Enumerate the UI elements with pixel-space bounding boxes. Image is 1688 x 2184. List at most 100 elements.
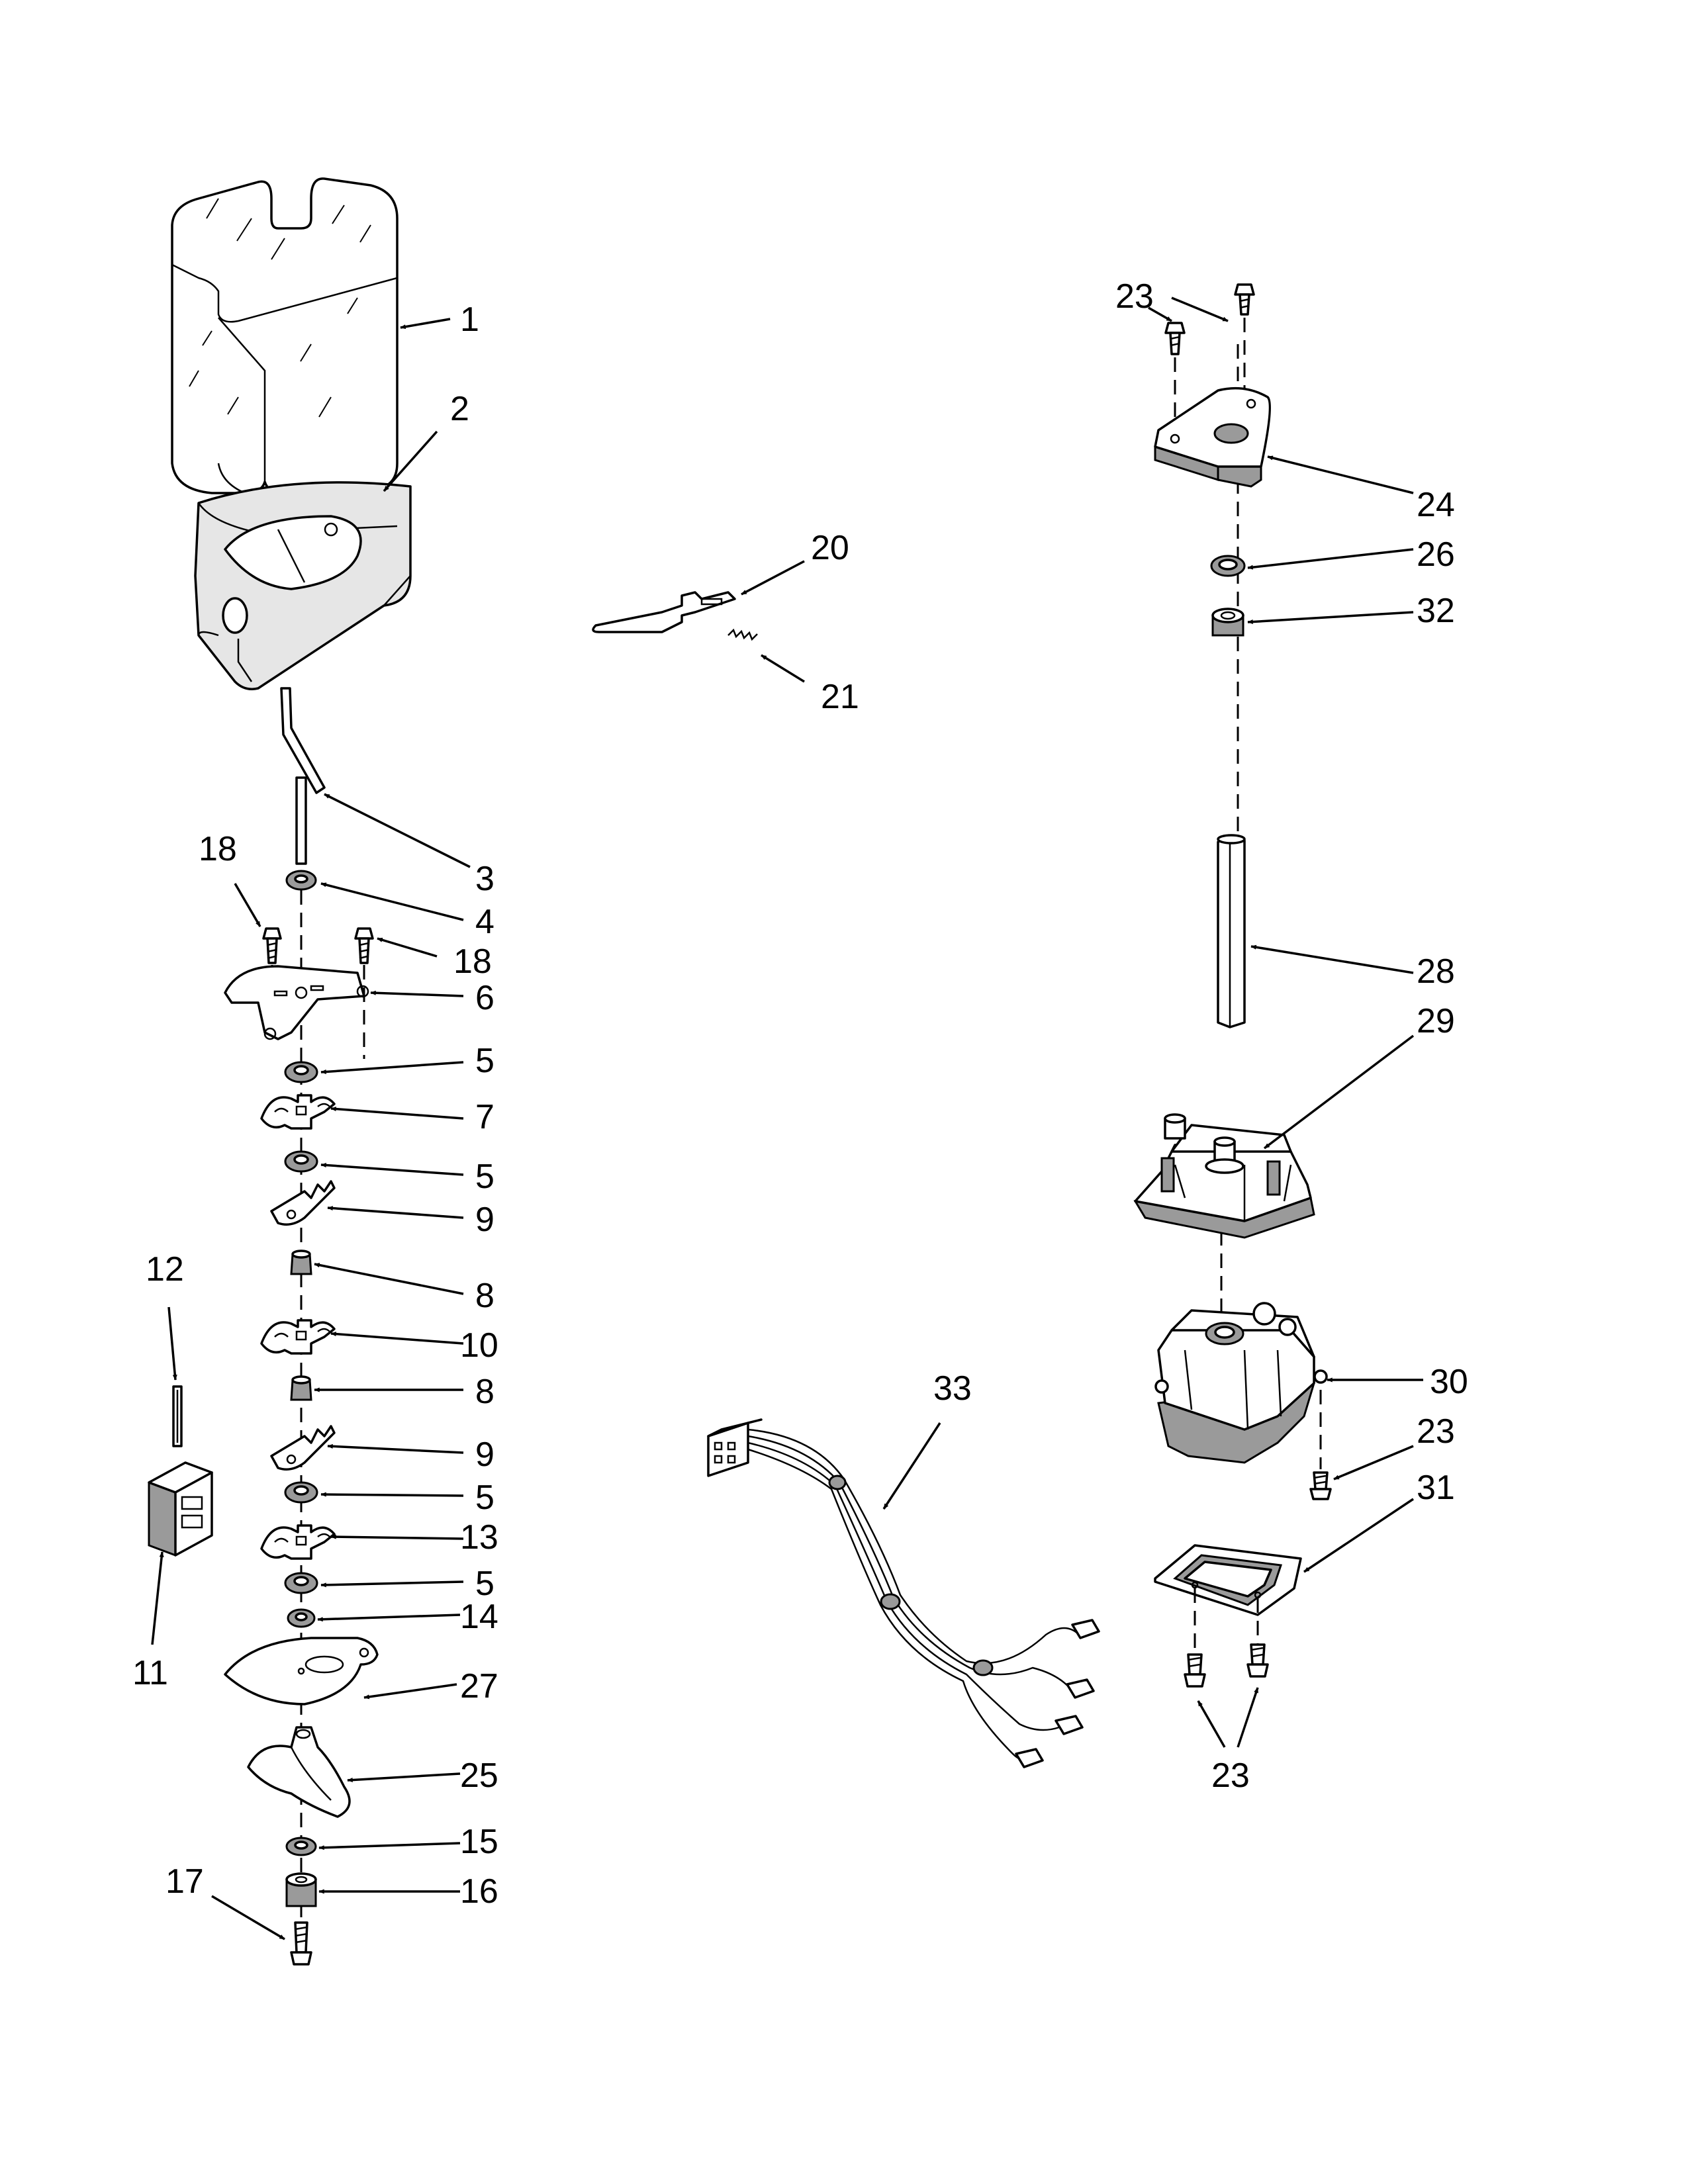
leader-33 xyxy=(882,1422,941,1510)
callout-11: 11 xyxy=(132,1654,168,1692)
leader-23a-2 xyxy=(1171,296,1229,322)
part-32-bushing xyxy=(1211,608,1244,637)
callout-25: 25 xyxy=(460,1756,498,1795)
leader-23a-1 xyxy=(1148,306,1172,322)
callout-3: 3 xyxy=(475,860,494,898)
leader-29 xyxy=(1263,1034,1415,1150)
leader-18a xyxy=(234,883,261,927)
callout-27: 27 xyxy=(460,1667,498,1706)
part-24-bracket xyxy=(1154,387,1272,488)
leader-1 xyxy=(400,318,451,330)
callout-24: 24 xyxy=(1417,486,1455,524)
leader-3 xyxy=(324,793,471,868)
part-23-screw-top-right xyxy=(1234,283,1255,390)
part-23-screw-top-left xyxy=(1164,322,1186,424)
callout-2: 2 xyxy=(450,390,469,428)
leader-12 xyxy=(167,1306,177,1381)
callout-21: 21 xyxy=(821,678,859,716)
part-8-bushing-b xyxy=(290,1375,312,1401)
part-21-spring xyxy=(727,628,758,641)
part-5-washer-b xyxy=(284,1150,318,1173)
callout-6: 6 xyxy=(475,979,494,1017)
callout-18a: 18 xyxy=(199,830,237,868)
callout-8b: 8 xyxy=(475,1373,494,1411)
part-12-pin xyxy=(172,1385,183,1447)
leader-31 xyxy=(1303,1498,1414,1573)
callout-13: 13 xyxy=(460,1518,498,1557)
callout-26: 26 xyxy=(1417,535,1455,574)
callout-23c: 23 xyxy=(1211,1756,1250,1795)
part-11-block xyxy=(148,1461,213,1557)
leader-15 xyxy=(318,1842,461,1850)
part-5-washer-d xyxy=(284,1572,318,1594)
part-28-hex-shaft xyxy=(1217,834,1246,1028)
callout-14: 14 xyxy=(460,1598,498,1636)
part-9-plate-b xyxy=(270,1425,336,1471)
leader-5d xyxy=(320,1580,464,1588)
callout-7: 7 xyxy=(475,1098,494,1136)
callout-5d: 5 xyxy=(475,1565,494,1603)
leader-4 xyxy=(320,882,464,921)
callout-10: 10 xyxy=(460,1326,498,1365)
part-5-washer-a xyxy=(284,1061,318,1083)
part-5-washer-c xyxy=(284,1481,318,1504)
leader-14 xyxy=(317,1614,461,1622)
leader-2 xyxy=(383,430,438,492)
callout-33: 33 xyxy=(933,1369,972,1408)
leader-6 xyxy=(370,990,464,997)
leader-32 xyxy=(1247,611,1414,625)
callout-29: 29 xyxy=(1417,1002,1455,1040)
part-7-cam xyxy=(260,1094,336,1130)
leader-11 xyxy=(151,1551,164,1645)
callout-28: 28 xyxy=(1417,952,1455,991)
callout-9b: 9 xyxy=(475,1435,494,1474)
callout-31: 31 xyxy=(1417,1469,1455,1507)
part-30-motor xyxy=(1154,1302,1328,1464)
callout-12: 12 xyxy=(146,1250,184,1289)
callout-15: 15 xyxy=(460,1823,498,1861)
leader-18b xyxy=(377,937,438,958)
callout-9a: 9 xyxy=(475,1201,494,1239)
callout-20: 20 xyxy=(811,529,849,567)
leader-20 xyxy=(741,560,805,596)
leader-26 xyxy=(1247,548,1414,570)
part-16-nut xyxy=(285,1872,317,1907)
leader-21 xyxy=(761,654,805,683)
leader-23b xyxy=(1333,1445,1414,1480)
leader-25 xyxy=(347,1772,461,1783)
leader-5a xyxy=(320,1061,464,1074)
part-4-washer xyxy=(285,870,317,891)
leader-17 xyxy=(211,1895,285,1940)
part-1-bin-cover xyxy=(171,177,399,494)
leader-5b xyxy=(320,1163,464,1176)
part-26-seal xyxy=(1210,555,1246,577)
leader-23c-1 xyxy=(1197,1700,1226,1748)
callout-17: 17 xyxy=(165,1862,204,1901)
leader-24 xyxy=(1267,455,1414,494)
leader-8a xyxy=(314,1263,464,1295)
callout-16: 16 xyxy=(460,1872,498,1911)
callout-1: 1 xyxy=(460,300,479,339)
part-23-screw-motor xyxy=(1309,1390,1332,1500)
leader-27 xyxy=(363,1683,457,1700)
callout-5a: 5 xyxy=(475,1042,494,1080)
part-3-crank-shaft xyxy=(280,687,326,865)
callout-30: 30 xyxy=(1430,1363,1468,1401)
part-23-screw-bottom-right xyxy=(1246,1643,1269,1678)
callout-32: 32 xyxy=(1417,592,1455,630)
part-33-wire-harness xyxy=(707,1418,1100,1768)
part-2-bin-housing xyxy=(194,481,412,690)
part-17-screw xyxy=(290,1921,312,1966)
callout-8a: 8 xyxy=(475,1277,494,1315)
part-25-paddle xyxy=(247,1726,351,1818)
leader-5c xyxy=(320,1492,464,1497)
part-31-gasket xyxy=(1154,1544,1302,1655)
leader-28 xyxy=(1250,944,1414,974)
callout-5c: 5 xyxy=(475,1479,494,1517)
leader-9b xyxy=(327,1443,464,1454)
callout-23b: 23 xyxy=(1417,1412,1455,1451)
part-6-bracket xyxy=(224,965,369,1040)
part-8-bushing-a xyxy=(290,1250,312,1275)
part-29-gearbox-cover xyxy=(1133,1113,1315,1239)
